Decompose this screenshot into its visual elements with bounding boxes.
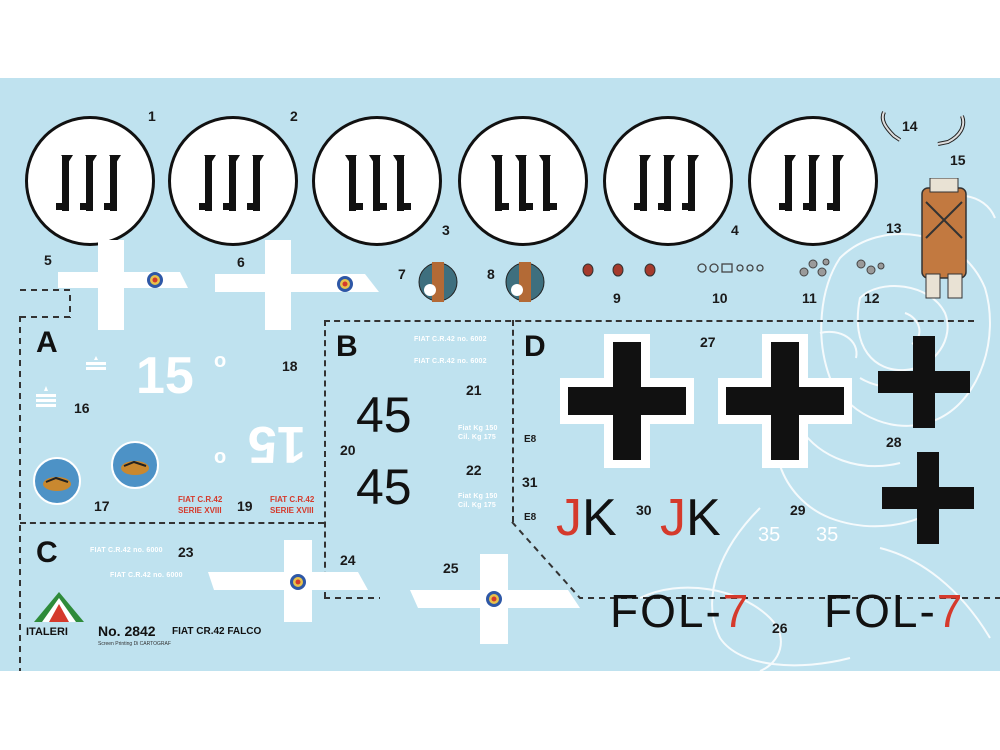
decal-number-18: 18 xyxy=(282,358,298,374)
separator-line-b-left xyxy=(324,320,326,598)
decal-number-24: 24 xyxy=(340,552,356,568)
serial-stencil-red-1: FIAT C.R.42 SERIE XVIII xyxy=(178,495,223,515)
decal-number-19: 19 xyxy=(237,498,253,514)
savoy-cross-24 xyxy=(208,540,368,622)
decal-number-11: 11 xyxy=(802,290,817,306)
squadron-code-15-mirrored: 15 xyxy=(248,415,306,473)
decal-number-26: 26 xyxy=(772,620,788,636)
decal-number-5: 5 xyxy=(44,252,52,268)
separator-line-b-top xyxy=(324,320,974,322)
fasces-roundel-1 xyxy=(25,116,155,246)
section-label-a: A xyxy=(36,326,58,359)
serial-stencil-red-2: FIAT C.R.42 SERIE XVIII xyxy=(270,495,315,515)
fasces-roundel-3b xyxy=(458,116,588,246)
fasces-roundel-2 xyxy=(168,116,298,246)
squadron-code-15: 15 xyxy=(136,347,194,405)
printer-credit: Screen Printing Di CARTOGRAF xyxy=(98,641,171,647)
italeri-logo-icon xyxy=(34,592,84,622)
decal-number-10: 10 xyxy=(712,290,728,306)
fasces-roundel-4b xyxy=(748,116,878,246)
decal-number-16: 16 xyxy=(74,400,90,416)
white-number-35-1: 35 xyxy=(758,524,781,546)
decal-number-28: 28 xyxy=(886,434,902,450)
fasces-roundel-4a xyxy=(603,116,733,246)
savoy-cross-5 xyxy=(58,240,188,330)
serial-stencil-b-2: FIAT C.R.42 no. 6002 xyxy=(414,358,487,365)
aircraft-number-45-lower: 45 xyxy=(356,459,412,515)
registration-fol-7-2: FOL-7 xyxy=(824,585,965,637)
decal-number-17: 17 xyxy=(94,498,110,514)
decal-number-14: 14 xyxy=(902,118,918,134)
decal-number-21: 21 xyxy=(466,382,482,398)
decal-number-4: 4 xyxy=(731,222,739,238)
squadron-badge xyxy=(33,457,81,505)
decal-number-9: 9 xyxy=(613,290,621,306)
degree-mark-icon: o xyxy=(214,446,227,468)
fasces-roundel-3a xyxy=(312,116,442,246)
decal-number-3: 3 xyxy=(442,222,450,238)
squadron-badge xyxy=(111,441,159,489)
small-gauges-icon xyxy=(697,263,764,273)
stencil-e8-lower: E8 xyxy=(524,512,537,523)
decal-number-31: 31 xyxy=(522,474,538,490)
separator-line-b-right xyxy=(512,320,514,522)
decal-number-25: 25 xyxy=(443,560,459,576)
harness-strap-icon xyxy=(937,115,966,146)
decal-number-13: 13 xyxy=(886,220,902,236)
decal-number-20: 20 xyxy=(340,442,356,458)
red-light-dots xyxy=(582,263,656,277)
kit-number: No. 2842 xyxy=(98,623,156,639)
code-letter-j-2: J xyxy=(660,489,686,547)
code-letter-k-2: K xyxy=(686,489,721,547)
savoy-cross-6 xyxy=(215,240,379,330)
section-label-d: D xyxy=(524,330,546,363)
decal-number-1: 1 xyxy=(148,108,156,124)
rank-insignia xyxy=(86,356,106,370)
instrument-panel-icon xyxy=(418,262,458,302)
section-label-b: B xyxy=(336,330,358,363)
decal-number-29: 29 xyxy=(790,502,806,518)
decal-number-7: 7 xyxy=(398,266,406,282)
decal-number-27: 27 xyxy=(700,334,716,350)
separator-line-a-top xyxy=(20,316,70,318)
degree-mark-icon: o xyxy=(214,350,227,372)
code-letter-j-1: J xyxy=(556,489,582,547)
serial-stencil-c-2: FIAT C.R.42 no. 6000 xyxy=(110,572,183,579)
white-number-35-2: 35 xyxy=(816,524,839,546)
italeri-logo-text: ITALERI xyxy=(26,626,68,638)
decal-number-23: 23 xyxy=(178,544,194,560)
aircraft-number-45-upper: 45 xyxy=(356,387,412,443)
decal-number-30: 30 xyxy=(636,502,652,518)
serial-stencil-c-1: FIAT C.R.42 no. 6000 xyxy=(90,547,163,554)
seat-harness-icon xyxy=(921,178,967,299)
code-letter-k-1: K xyxy=(582,489,617,547)
decal-number-12: 12 xyxy=(864,290,880,306)
harness-strap-icon xyxy=(880,111,902,142)
decal-sheet: 1 2 3 4 14 15 13 5 6 7 8 xyxy=(0,78,1000,671)
decal-number-22: 22 xyxy=(466,462,482,478)
decal-number-8: 8 xyxy=(487,266,495,282)
decal-number-6: 6 xyxy=(237,254,245,270)
registration-fol-7-1: FOL-7 xyxy=(610,585,751,637)
stencil-e8-upper: E8 xyxy=(524,434,537,445)
decal-number-2: 2 xyxy=(290,108,298,124)
instrument-panel-icon xyxy=(505,262,545,302)
balkenkreuz-large-2 xyxy=(718,334,852,468)
rank-insignia xyxy=(36,386,56,407)
balkenkreuz-small-1 xyxy=(878,336,970,428)
section-label-c: C xyxy=(36,536,58,569)
small-gauges-icon xyxy=(856,259,885,275)
decal-number-15: 15 xyxy=(950,152,966,168)
kit-name: FIAT CR.42 FALCO xyxy=(172,626,262,637)
balkenkreuz-small-2 xyxy=(882,452,974,544)
serial-stencil-b-1: FIAT C.R.42 no. 6002 xyxy=(414,336,487,343)
small-gauges-icon xyxy=(799,258,830,277)
balkenkreuz-large-1 xyxy=(560,334,694,468)
separator-line-c-top xyxy=(20,522,324,524)
savoy-cross-25 xyxy=(410,554,580,644)
